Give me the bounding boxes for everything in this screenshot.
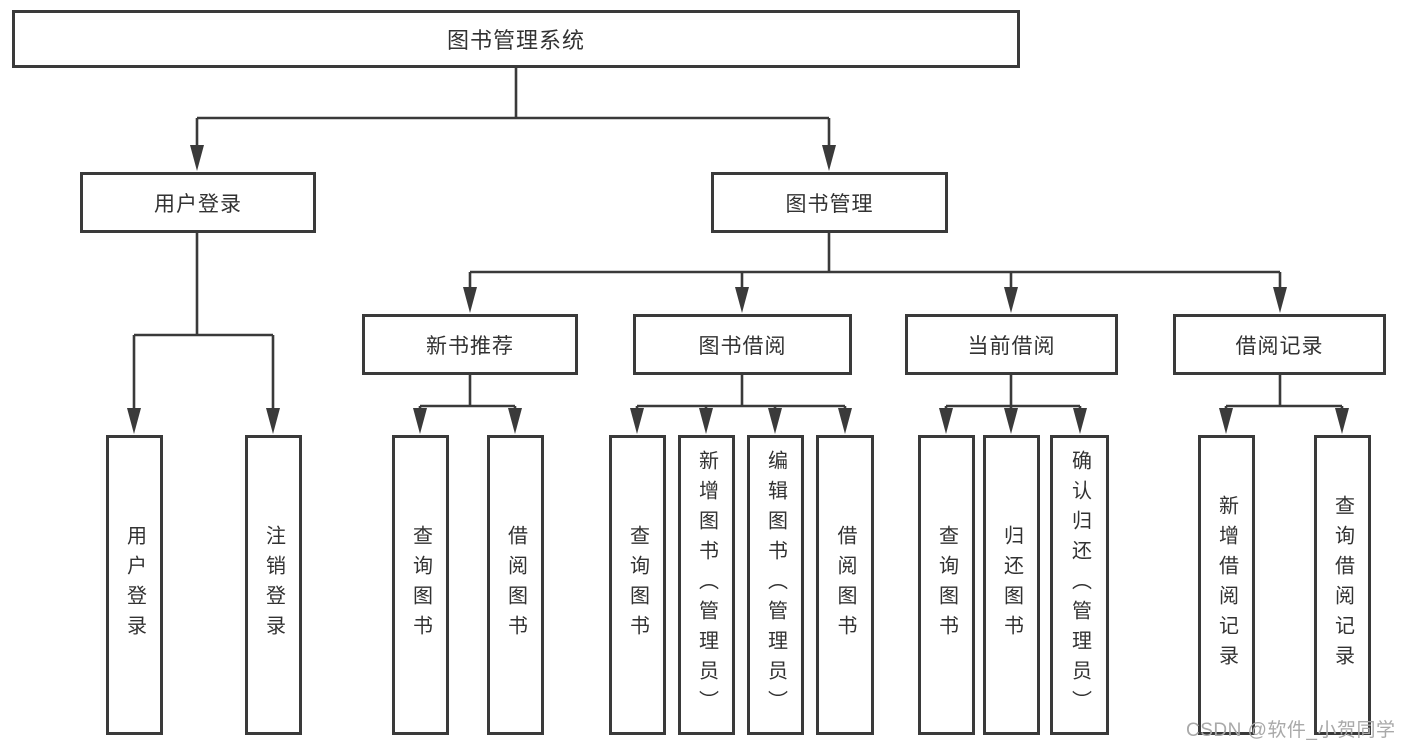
node-label: 新书推荐 (426, 334, 514, 358)
node-library-management-system: 图书管理系统 (12, 10, 1020, 68)
node-label: 图书管理 (785, 192, 874, 216)
leaf-query-books-borrowing: 查询图书 (609, 435, 666, 735)
node-user-login: 用户登录 (80, 172, 316, 233)
leaf-edit-books-admin: 编辑图书（管理员） (747, 435, 804, 735)
leaf-label: 新增借阅记录 (1215, 495, 1238, 675)
leaf-logout: 注销登录 (245, 435, 302, 735)
leaf-borrow-books-recommend: 借阅图书 (487, 435, 544, 735)
leaf-label: 注销登录 (262, 525, 285, 645)
leaf-query-books-recommend: 查询图书 (392, 435, 449, 735)
leaf-label: 新增图书（管理员） (695, 450, 718, 720)
node-book-management: 图书管理 (711, 172, 948, 233)
leaf-label: 归还图书 (1000, 525, 1023, 645)
node-label: 当前借阅 (967, 334, 1056, 358)
leaf-label: 用户登录 (123, 525, 146, 645)
leaf-label: 确认归还（管理员） (1068, 450, 1091, 720)
leaf-add-borrow-record: 新增借阅记录 (1198, 435, 1255, 735)
leaf-label: 查询图书 (626, 525, 649, 645)
node-borrowing-records: 借阅记录 (1173, 314, 1386, 375)
watermark: CSDN @软件_小贺同学 (1186, 720, 1396, 741)
leaf-user-login: 用户登录 (106, 435, 163, 735)
leaf-label: 编辑图书（管理员） (764, 450, 787, 720)
leaf-add-books-admin: 新增图书（管理员） (678, 435, 735, 735)
leaf-return-books: 归还图书 (983, 435, 1040, 735)
node-current-borrowing: 当前借阅 (905, 314, 1118, 375)
leaf-query-books-current: 查询图书 (918, 435, 975, 735)
node-label: 用户登录 (154, 192, 242, 216)
leaf-confirm-return-admin: 确认归还（管理员） (1050, 435, 1109, 735)
node-label: 借阅记录 (1235, 334, 1324, 358)
leaf-query-borrow-record: 查询借阅记录 (1314, 435, 1371, 735)
leaf-label: 借阅图书 (504, 525, 527, 645)
leaf-borrow-books-borrowing: 借阅图书 (816, 435, 874, 735)
leaf-label: 借阅图书 (834, 525, 856, 645)
leaf-label: 查询图书 (935, 525, 958, 645)
leaf-label: 查询图书 (409, 525, 432, 645)
leaf-label: 查询借阅记录 (1331, 495, 1354, 675)
node-label: 图书管理系统 (446, 28, 585, 53)
node-book-borrowing: 图书借阅 (633, 314, 852, 375)
node-label: 图书借阅 (698, 334, 787, 358)
node-new-book-recommendation: 新书推荐 (362, 314, 578, 375)
